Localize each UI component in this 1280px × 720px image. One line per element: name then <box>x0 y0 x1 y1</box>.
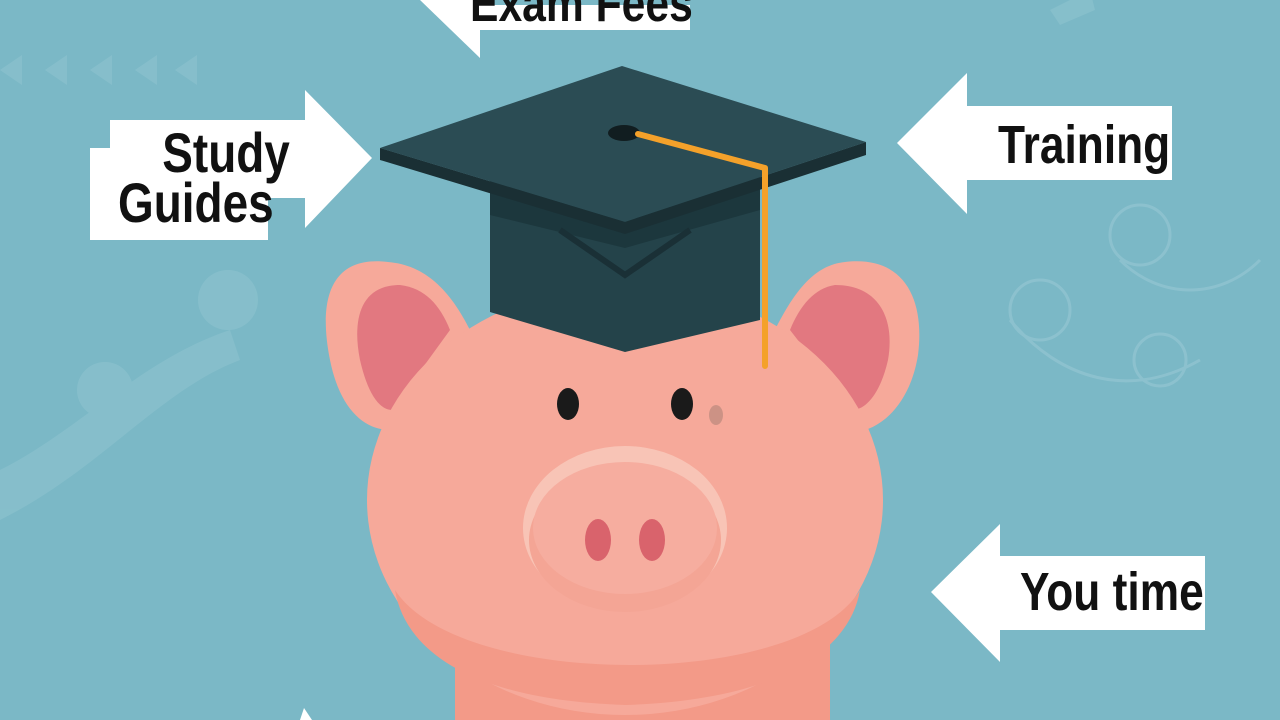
label-study-line2: Guides <box>118 171 274 234</box>
arrow-icon <box>931 524 1205 662</box>
arrow-icon <box>897 73 1172 214</box>
label-study-line1: Study <box>162 121 290 184</box>
label-study-guides: Study Guides <box>118 121 290 234</box>
arrow-icon <box>90 90 372 240</box>
arrow-exam-fees <box>420 0 690 58</box>
arrow-you-time <box>931 524 1205 662</box>
arrow-study-guides <box>90 90 372 240</box>
background-decoration <box>0 0 1095 520</box>
arrow-training <box>897 73 1172 214</box>
arrow-icon <box>420 0 690 58</box>
piggy-bank-icon <box>325 261 920 720</box>
arrow-bottom-partial <box>300 708 312 720</box>
label-you-time: You time <box>1020 562 1204 622</box>
label-training: Training <box>998 115 1171 175</box>
graduation-cap-icon <box>380 66 866 369</box>
background-decoration <box>1008 203 1262 388</box>
label-exam-fees: Exam Fees <box>470 0 693 33</box>
